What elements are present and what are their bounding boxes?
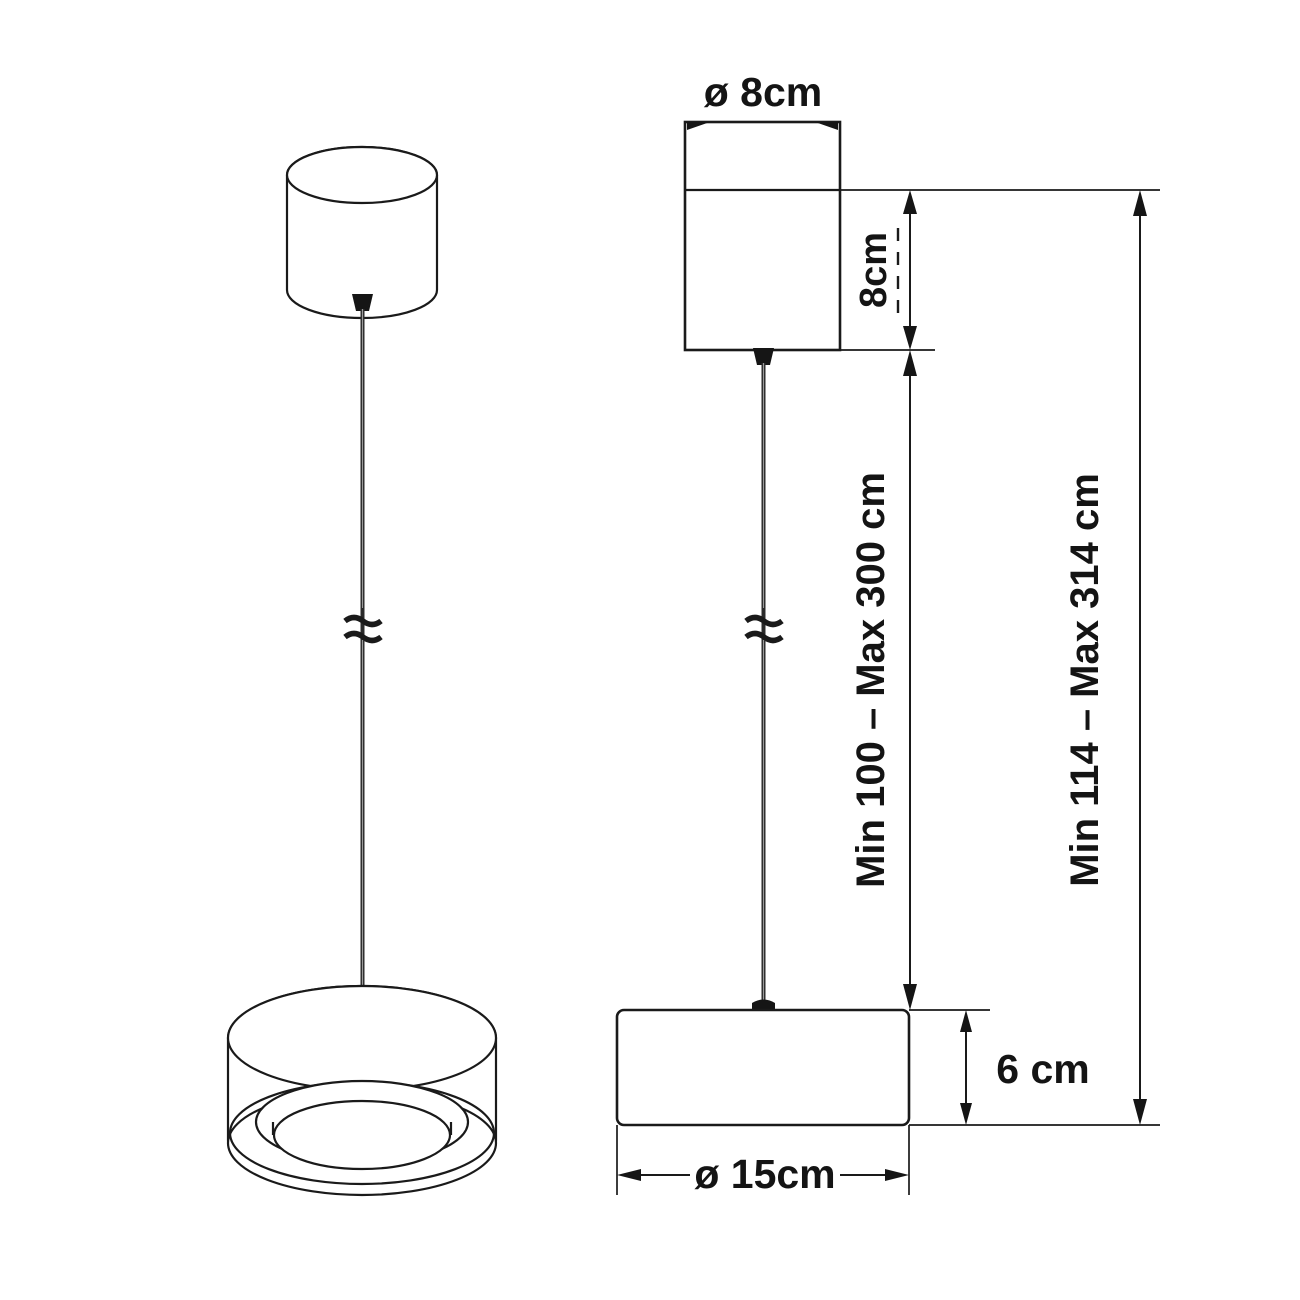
dimension-annotations: 8cm Min 100 – Max 300 cm Min 114 – Max 3… bbox=[616, 69, 1160, 1197]
dim-15cm-arrow-left bbox=[617, 1169, 641, 1181]
dim-300cm-arrow-down bbox=[903, 984, 917, 1010]
elevation-body-mount-cap bbox=[752, 999, 775, 1010]
elevation-lamp-body bbox=[615, 1008, 911, 1127]
dimension-total-range: Min 114 – Max 314 cm bbox=[1063, 190, 1147, 1125]
dim-suspension-range-label: Min 100 – Max 300 cm bbox=[849, 472, 893, 888]
perspective-diffuser-rings bbox=[226, 1079, 498, 1197]
dim-15cm-arrow-right bbox=[885, 1169, 909, 1181]
dim-314cm-arrow-up bbox=[1133, 190, 1147, 216]
dimension-shade-diameter: ø 15cm bbox=[617, 1151, 909, 1197]
elevation-break-wave-bottom bbox=[744, 630, 784, 644]
break-symbol-wave-top bbox=[343, 614, 383, 628]
dimension-canopy-diameter: ø 8cm bbox=[704, 69, 823, 115]
dim-8cm-arrow-up bbox=[903, 190, 917, 214]
dim-6cm-arrow-down bbox=[960, 1103, 972, 1125]
dim-300cm-arrow-up bbox=[903, 350, 917, 376]
dim-canopy-diameter-label: ø 8cm bbox=[704, 69, 823, 115]
break-symbol-wave-bottom bbox=[343, 630, 383, 644]
diffuser-inner-lens bbox=[272, 1099, 452, 1171]
elevation-break-wave-top bbox=[744, 614, 784, 628]
dim-total-range-label: Min 114 – Max 314 cm bbox=[1063, 473, 1107, 887]
elevation-cable-grip bbox=[753, 348, 774, 365]
dim-8cm-arrow-down bbox=[903, 326, 917, 350]
perspective-cable-grip bbox=[352, 294, 373, 311]
canopy-top-ellipse bbox=[285, 145, 439, 205]
dimension-shade-height: 6 cm bbox=[960, 1010, 1090, 1125]
dim-shade-diameter-label: ø 15cm bbox=[694, 1151, 835, 1197]
dim-314cm-arrow-down bbox=[1133, 1099, 1147, 1125]
elevation-canopy-rect bbox=[683, 120, 842, 352]
shade-top-ellipse bbox=[226, 984, 498, 1092]
dim-8cm-label: 8cm bbox=[853, 232, 895, 308]
dim-6cm-arrow-up bbox=[960, 1010, 972, 1032]
dimension-suspension-range: Min 100 – Max 300 cm bbox=[849, 350, 917, 1010]
canopy-diameter-arrow-ticks bbox=[687, 122, 838, 130]
dim-shade-height-label: 6 cm bbox=[996, 1046, 1089, 1092]
dimension-canopy-height: 8cm bbox=[853, 190, 917, 350]
elevation-view bbox=[615, 120, 911, 1127]
canopy-dia-tick-left bbox=[687, 122, 710, 130]
perspective-view bbox=[226, 145, 498, 1197]
canopy-dia-tick-right bbox=[815, 122, 838, 130]
perspective-ceiling-canopy bbox=[285, 145, 439, 320]
